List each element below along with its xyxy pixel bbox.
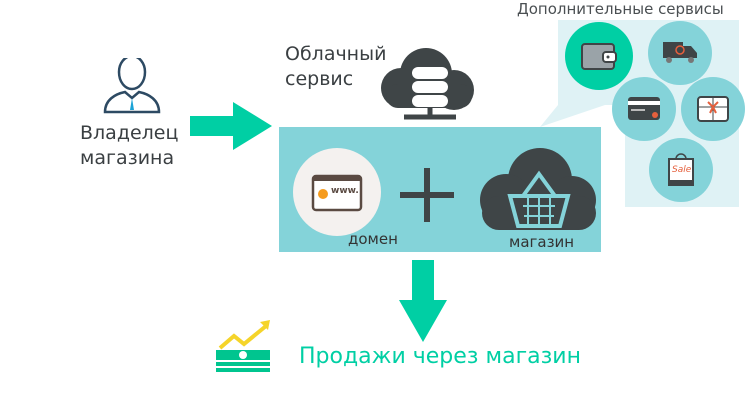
sale-bag-icon: Sale bbox=[652, 141, 710, 199]
business-person-icon bbox=[103, 58, 161, 114]
cloud-basket-icon bbox=[480, 148, 596, 230]
gift-card-icon bbox=[684, 80, 742, 138]
wallet-icon bbox=[565, 22, 633, 90]
arrow-down-icon bbox=[399, 260, 447, 342]
extra-services-title: Дополнительные сервисы bbox=[517, 0, 724, 18]
sales-label: Продажи через магазин bbox=[299, 344, 581, 369]
money-growth-icon bbox=[216, 320, 270, 372]
store-label: магазин bbox=[509, 233, 575, 251]
plus-icon bbox=[400, 168, 454, 222]
cloud-server-icon bbox=[381, 48, 474, 120]
domain-www-icon bbox=[293, 148, 381, 236]
credit-card-icon bbox=[615, 80, 673, 138]
delivery-truck-icon bbox=[651, 24, 709, 82]
domain-label: домен bbox=[348, 230, 398, 248]
arrow-right-icon bbox=[190, 102, 272, 150]
